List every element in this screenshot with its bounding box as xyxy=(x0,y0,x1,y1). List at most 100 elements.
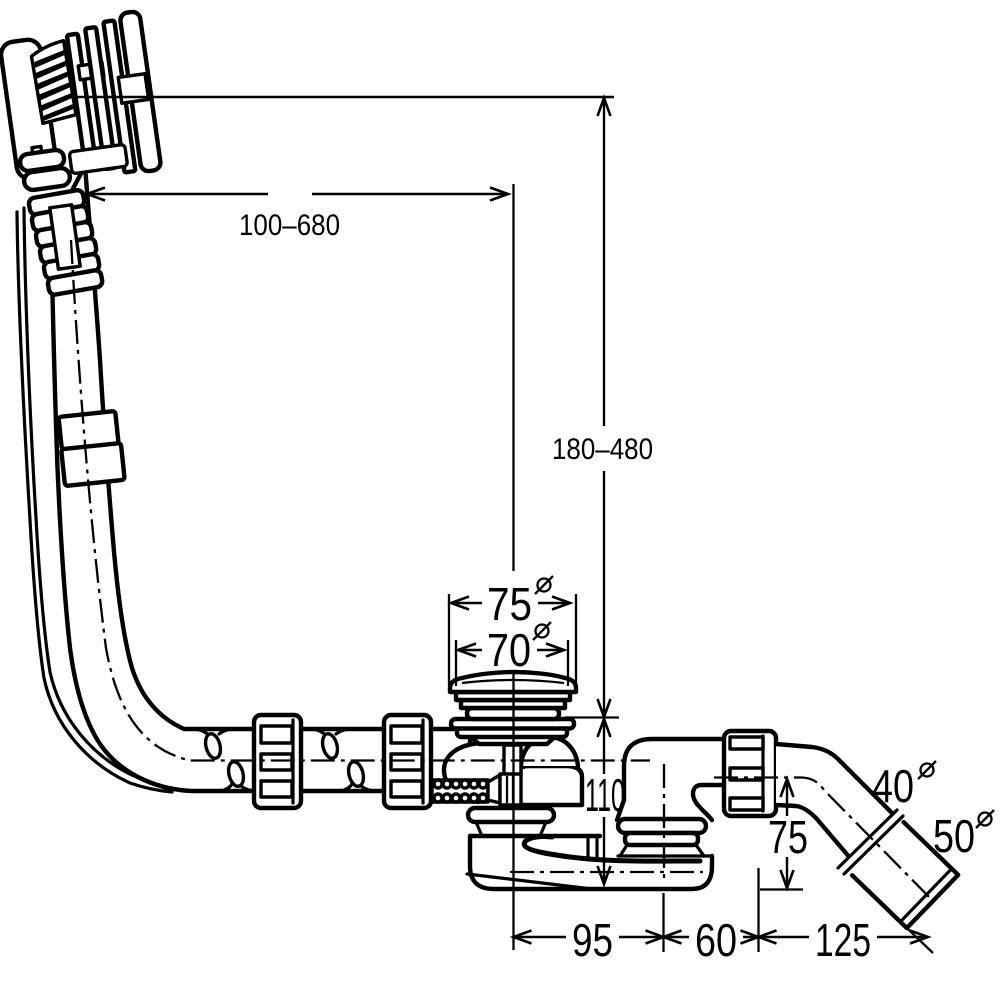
dim-label-outlet-socket-diameter: 50 xyxy=(933,810,975,862)
small-pipe-bottom-edge xyxy=(773,802,854,862)
diameter-slash xyxy=(975,809,995,829)
drain-body xyxy=(465,833,715,892)
dim-valve-height: 110 xyxy=(585,715,625,888)
nut-rung xyxy=(389,724,424,745)
bell-taper xyxy=(474,820,548,838)
knurl-wedge xyxy=(41,104,74,122)
arrowhead-right xyxy=(545,642,568,658)
arrowhead-right xyxy=(489,186,512,202)
overflow-hose xyxy=(49,163,473,794)
hose-adjustment-sleeve xyxy=(56,409,127,488)
arrowhead-right xyxy=(909,929,932,945)
flex-symbol-left xyxy=(194,727,256,793)
corrugation-bump xyxy=(441,792,453,804)
diameter-symbol-icon xyxy=(532,621,552,641)
knob-boot xyxy=(17,144,105,297)
nut-rung xyxy=(259,752,294,772)
corrugation-bump xyxy=(477,792,489,804)
arrowhead-left xyxy=(754,929,777,945)
diameter-symbol-icon xyxy=(975,809,995,829)
extension-lines xyxy=(447,594,578,686)
arrowhead-down xyxy=(596,865,612,888)
arrowhead-down xyxy=(779,869,795,892)
boot-band-1 xyxy=(21,165,73,193)
flex-loop xyxy=(320,732,340,760)
arrowhead-left xyxy=(454,642,477,658)
diameter-symbol-icon xyxy=(534,575,554,595)
arrowhead-left xyxy=(509,929,532,945)
plug-seat-bell xyxy=(465,805,557,838)
elbow-outer xyxy=(614,736,727,823)
dim-label-valve-height: 110 xyxy=(585,769,625,821)
elbow-socket-ring-lower xyxy=(622,830,701,848)
nut-rung xyxy=(389,779,424,799)
dim-label-body-length: 95 xyxy=(572,914,613,966)
arrowhead-left xyxy=(447,595,470,611)
diameter-circle xyxy=(977,811,993,827)
dim-label-overflow-reach: 100–680 xyxy=(239,209,340,242)
arrowhead-right xyxy=(551,595,574,611)
corrugation-bump xyxy=(468,778,480,790)
dim-label-outlet-pipe-diameter: 40 xyxy=(872,760,914,812)
outlet-centerline xyxy=(714,776,935,903)
diameter-circle xyxy=(919,762,935,778)
flex-tail xyxy=(359,784,376,793)
dim-overflow-height: 180–480 xyxy=(552,94,653,721)
flex-loop xyxy=(226,760,246,788)
small-pipe-top-edge xyxy=(773,741,897,818)
knurl-wedge xyxy=(40,93,72,112)
dim-label-outlet-center-height: 75 xyxy=(768,811,808,863)
cable-corrugation xyxy=(430,772,523,807)
floor-wedge-line xyxy=(465,872,594,891)
outlet-union-nut xyxy=(721,728,779,819)
dim-plug-seal-diameter: 70 xyxy=(454,621,570,686)
hose-body xyxy=(49,163,473,794)
bell-lip xyxy=(465,805,557,825)
arrowhead-up xyxy=(779,775,795,798)
extension-lines xyxy=(454,640,570,686)
dim-plug-cap-diameter: 75 xyxy=(447,575,578,686)
dim-outlet-socket-diameter: 50 xyxy=(933,809,995,862)
corrugation-bump xyxy=(450,792,462,804)
hose-flex-symbols xyxy=(194,727,376,793)
knurl-wedge xyxy=(38,82,71,101)
elbow-inner xyxy=(690,782,727,823)
dim-bottom-row: 95 60 125 xyxy=(509,868,934,966)
spindle-hub xyxy=(116,72,151,105)
flex-loop xyxy=(203,732,223,760)
dimensions: 180–480 100–680 75 xyxy=(64,94,995,966)
dim-outlet-center-height: 75 xyxy=(760,775,808,892)
socket-ring-fill xyxy=(838,810,903,874)
diameter-slash xyxy=(532,621,552,641)
hose-centerline xyxy=(69,239,650,762)
corrugation-bump xyxy=(432,778,444,790)
corrugation-bump xyxy=(459,792,471,804)
corrugation-bump xyxy=(450,778,462,790)
internal-swoosh xyxy=(521,834,703,864)
flex-symbol-right xyxy=(311,727,376,793)
centerlines xyxy=(69,239,935,903)
flex-loop xyxy=(346,760,366,788)
knurl-wedge xyxy=(35,60,68,79)
cable-slider xyxy=(498,772,523,807)
cable-cone xyxy=(486,773,502,805)
flex-tail xyxy=(334,727,351,736)
flex-tail xyxy=(219,782,234,793)
waste-valve xyxy=(430,734,585,808)
knob-base-block xyxy=(67,143,129,175)
dim-label-plug-seal-diameter: 70 xyxy=(487,624,531,676)
nut-rung xyxy=(259,779,294,799)
corrugation-bump xyxy=(468,792,480,804)
corrugation-bump xyxy=(432,792,444,804)
outlet-channel-wall xyxy=(586,834,599,860)
nut-rung xyxy=(728,735,765,751)
flex-tail xyxy=(339,782,354,793)
arrowhead-up xyxy=(596,94,612,117)
actuator-block xyxy=(515,763,585,808)
socket-flare xyxy=(618,843,706,858)
arrowhead-left xyxy=(659,929,682,945)
dim-label-outlet-offset: 60 xyxy=(695,914,737,966)
diameter-circle xyxy=(534,623,550,639)
knurl-wedge xyxy=(37,71,69,90)
